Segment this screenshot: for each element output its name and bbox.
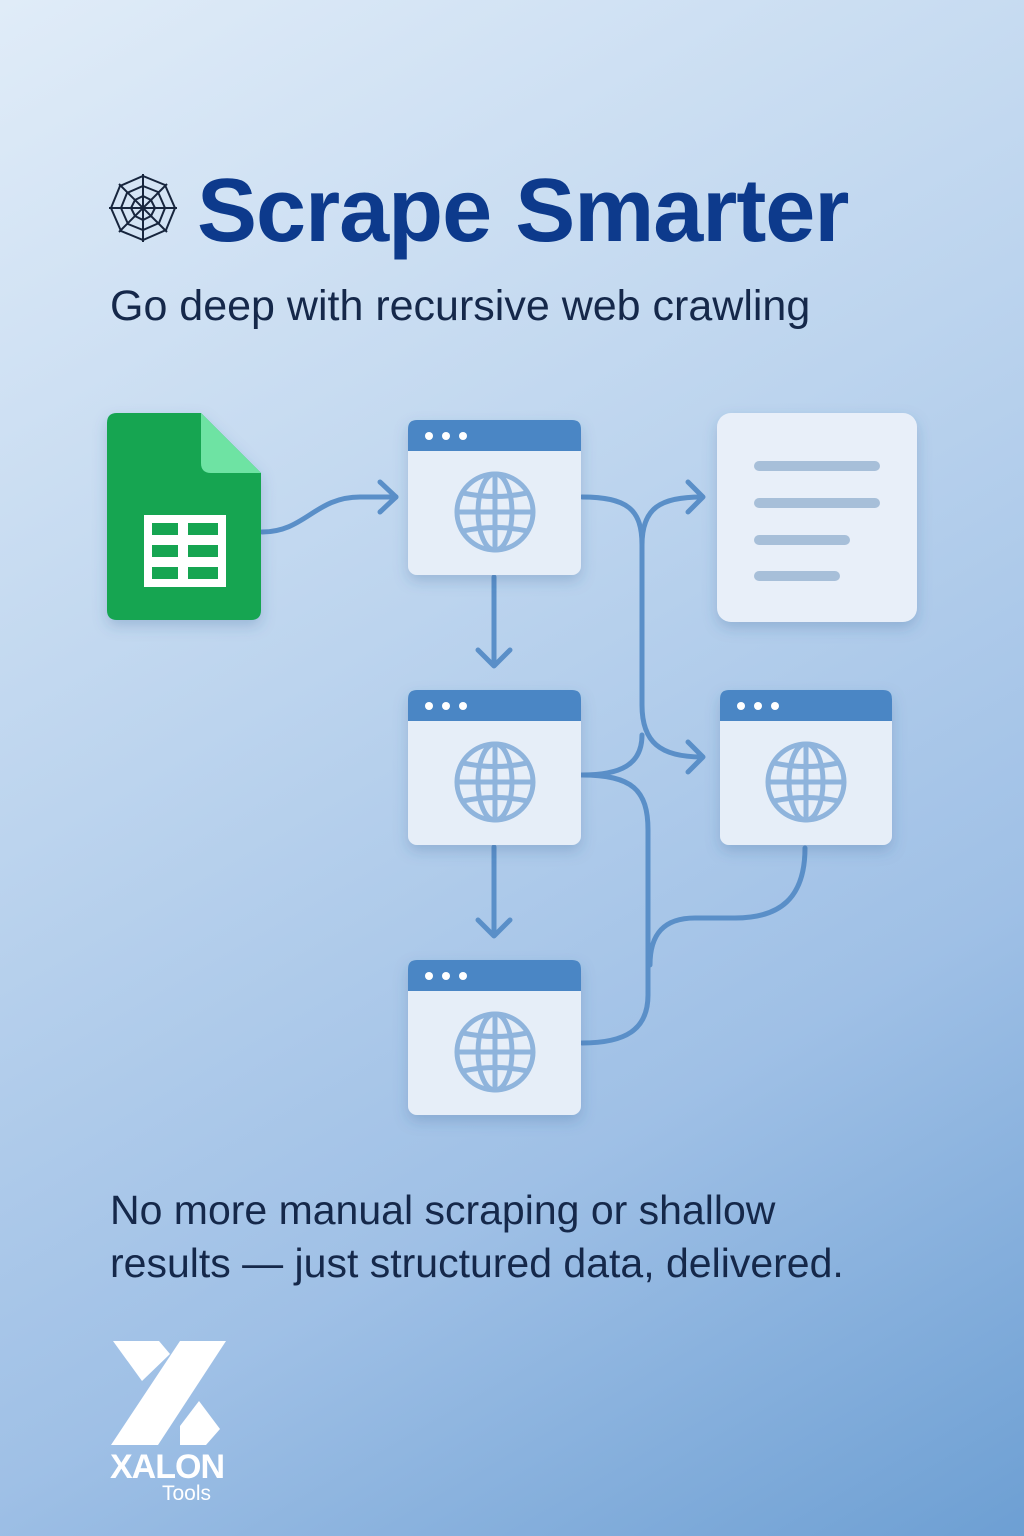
globe-icon	[768, 744, 844, 820]
connector-page4-loop	[647, 845, 808, 968]
web-page-3	[408, 960, 581, 1115]
globe-icon	[457, 744, 533, 820]
web-page-4	[720, 690, 892, 845]
arrowhead	[377, 479, 399, 515]
arrowhead	[685, 479, 706, 515]
spreadsheet-icon	[107, 413, 261, 620]
globe-icon	[457, 1014, 533, 1090]
arrowhead	[475, 917, 513, 939]
connector-page2-right	[579, 732, 645, 778]
connector-page1-branch	[579, 494, 705, 760]
web-page-2	[408, 690, 581, 845]
document-icon	[717, 413, 917, 622]
spider-web-icon	[109, 174, 177, 242]
tagline-line-2: results — just structured data, delivere…	[110, 1240, 844, 1286]
connector-sheet-to-page1	[259, 494, 399, 535]
brand-name: XALON	[110, 1448, 225, 1486]
brand-subtitle: Tools	[162, 1482, 212, 1505]
page-subtitle: Go deep with recursive web crawling	[110, 282, 811, 330]
connectors	[259, 479, 808, 1046]
tagline: No more manual scraping or shallow resul…	[110, 1184, 990, 1290]
connector-page2-to-page3-loop	[579, 772, 651, 1046]
arrowhead	[685, 739, 706, 775]
page-title: Scrape Smarter	[197, 161, 849, 261]
arrowhead	[475, 647, 513, 669]
xalon-logo-icon	[111, 1341, 226, 1445]
tagline-line-1: No more manual scraping or shallow	[110, 1187, 776, 1233]
web-page-1	[408, 420, 581, 575]
connector-to-document	[639, 494, 705, 548]
globe-icon	[457, 474, 533, 550]
